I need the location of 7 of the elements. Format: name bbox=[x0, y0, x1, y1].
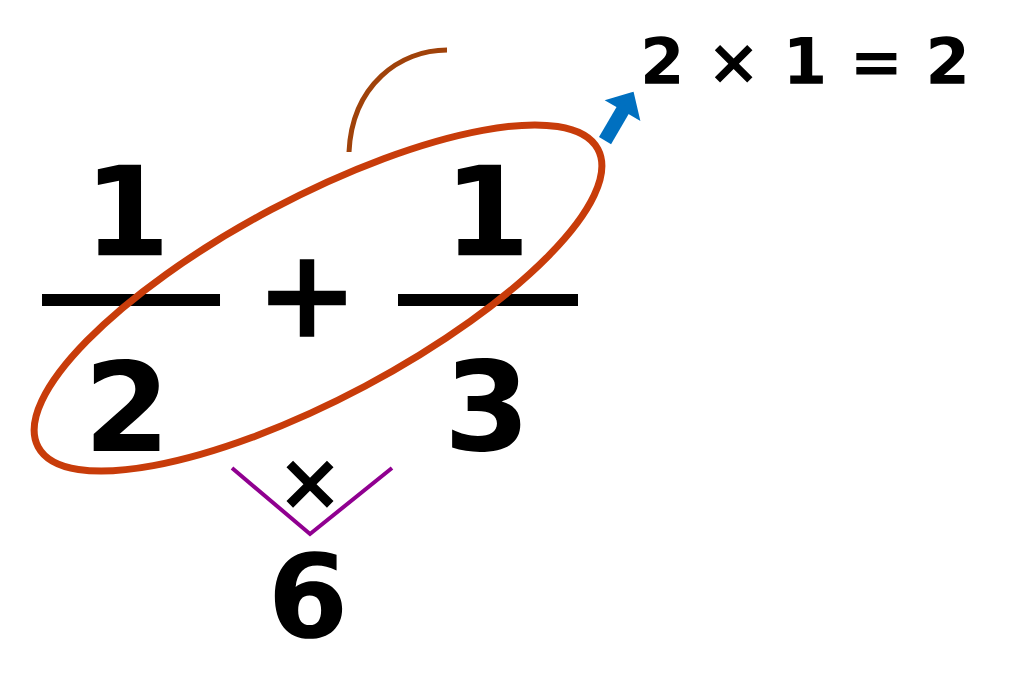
equation-text: 2 × 1 = 2 bbox=[645, 36, 965, 84]
denominator: 2 bbox=[93, 358, 160, 451]
numerator: 1 bbox=[97, 164, 162, 256]
numerator: 1 bbox=[457, 164, 522, 256]
denominator: 3 bbox=[452, 358, 521, 452]
times-sign: × bbox=[286, 460, 334, 508]
plus-sign: + bbox=[268, 259, 346, 337]
